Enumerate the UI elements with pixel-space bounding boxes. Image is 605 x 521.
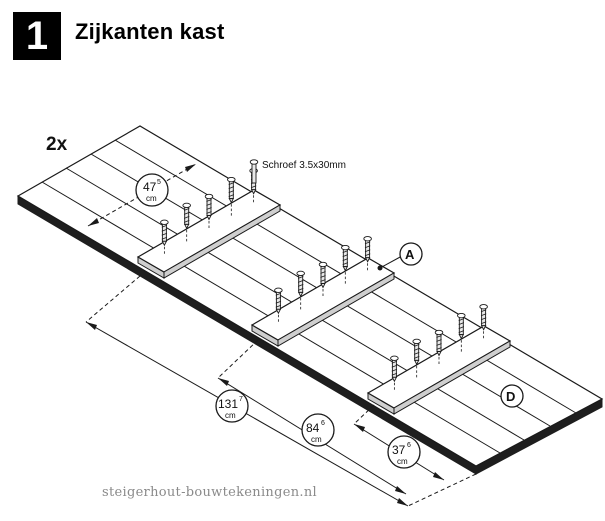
callout-a: A (377, 242, 423, 271)
total-length-value: 131 (218, 397, 238, 411)
screw (274, 287, 283, 323)
step-number-badge: 1 (13, 12, 61, 60)
screw (412, 338, 421, 378)
screw (204, 193, 214, 229)
screw (296, 270, 305, 310)
screw (227, 176, 236, 216)
cleat-1 (136, 189, 282, 279)
end-length-value: 37 (392, 443, 406, 457)
length-extension-lines (85, 275, 477, 507)
callout-d: D (500, 384, 524, 408)
width-dimension: 47 5 cm (87, 163, 197, 227)
screw (479, 304, 488, 339)
step-title: Zijkanten kast (75, 19, 225, 44)
screw (363, 236, 372, 271)
width-value: 47 (143, 180, 157, 194)
end-length-dimension: 37 6 cm (353, 423, 445, 481)
cleat-2 (250, 257, 396, 347)
screw (341, 244, 350, 284)
svg-text:D: D (506, 389, 515, 404)
screw (434, 329, 444, 365)
screw (390, 355, 399, 391)
screw (457, 312, 466, 352)
svg-text:A: A (405, 247, 415, 262)
middle-length-value: 84 (306, 421, 320, 435)
screw-label: Schroef 3.5x30mm (262, 160, 346, 171)
middle-length-dimension: 84 6 cm (217, 377, 407, 495)
middle-length-unit: cm (311, 435, 322, 444)
watermark: steigerhout-bouwtekeningen.nl (102, 485, 317, 500)
end-length-sup: 6 (407, 442, 411, 449)
middle-length-sup: 6 (321, 420, 325, 427)
total-length-unit: cm (225, 411, 236, 420)
width-unit: cm (146, 194, 157, 203)
total-length-sup: 7 (239, 396, 243, 403)
screw (318, 261, 328, 297)
end-length-unit: cm (397, 457, 408, 466)
cleat-3 (366, 325, 512, 415)
screw-group (160, 159, 488, 391)
quantity-label: 2x (46, 134, 68, 155)
total-length-dimension: 131 7 cm (85, 321, 409, 507)
screw-reference (249, 159, 259, 184)
screw (160, 219, 169, 255)
screw (182, 202, 191, 242)
width-sup: 5 (157, 179, 161, 186)
